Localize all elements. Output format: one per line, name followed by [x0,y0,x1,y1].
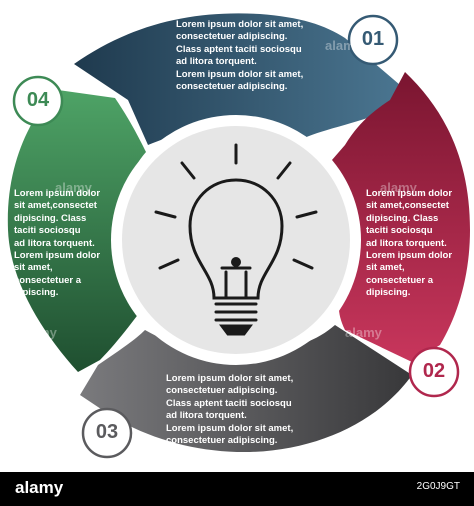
watermark: alamy [380,180,417,195]
segment-04 [7,90,147,372]
number-04: 04 [26,89,50,111]
number-03: 03 [95,421,119,443]
footer-image-id: 2G0J9GT [416,481,460,492]
segment-02 [325,72,470,362]
number-01: 01 [361,28,385,50]
segment-01 [74,13,400,145]
segment-04-text: Lorem ipsum dolor sit amet,consectet dip… [14,188,101,299]
badge-03 [81,407,133,459]
watermark: alamy [345,325,382,340]
lightbulb-icon [154,143,318,336]
segment-03-text: Lorem ipsum dolor sit amet, consectetuer… [166,373,294,447]
badge-01 [347,14,399,66]
segment-02-text: Lorem ipsum dolor sit amet,consectet dip… [366,188,453,299]
segment-03 [80,325,412,453]
footer-brand: alamy [15,478,64,497]
cycle-diagram [7,13,470,459]
center-circle [122,126,350,354]
watermark: alamy [20,325,57,340]
footer-bar [0,472,474,506]
badge-02 [408,346,460,398]
watermark: alamy [55,180,92,195]
badge-04 [12,75,64,127]
segment-01-text: Lorem ipsum dolor sit amet, consectetuer… [176,19,304,93]
number-02: 02 [422,360,446,382]
watermark: alamy [325,38,362,53]
